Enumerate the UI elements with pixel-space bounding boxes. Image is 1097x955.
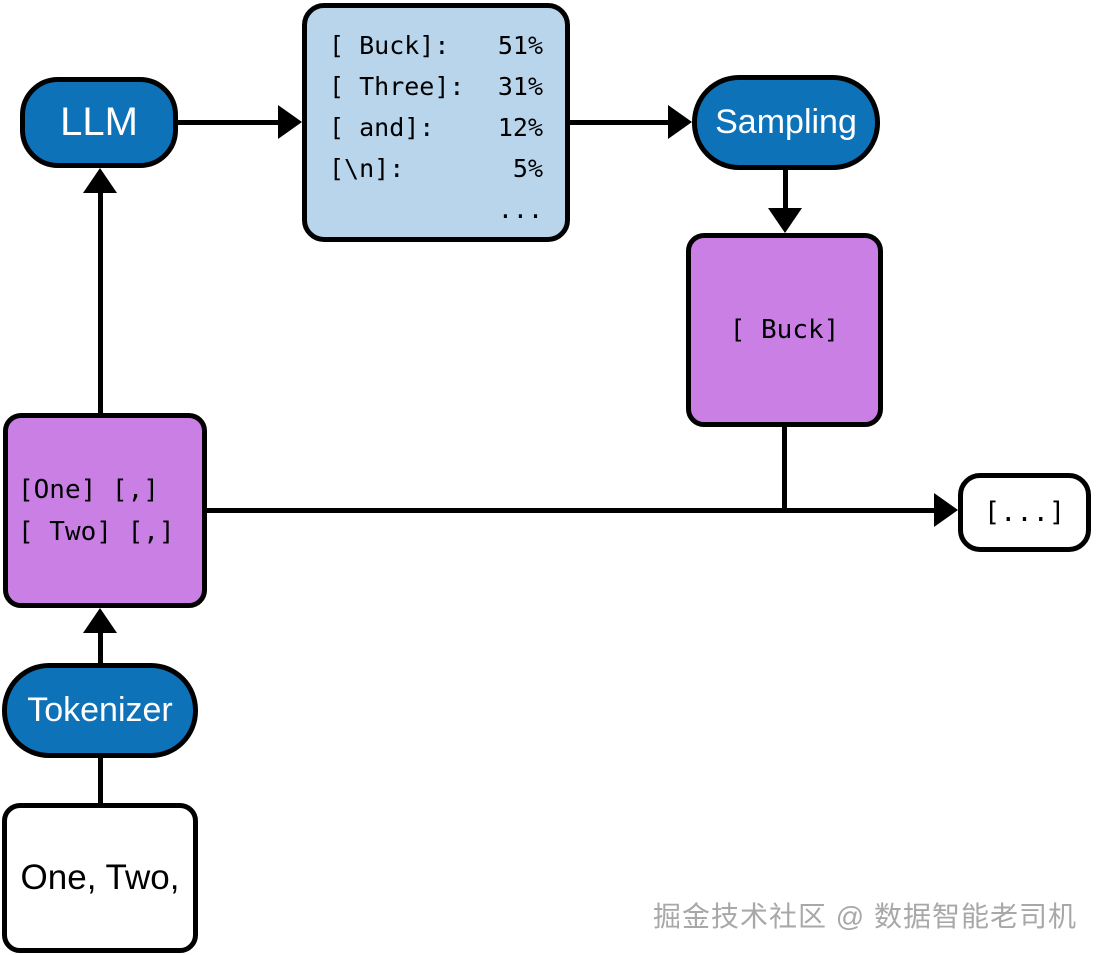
probability-value: ... — [497, 195, 543, 224]
probability-value: 51% — [497, 31, 543, 60]
probability-row: [ Buck]: 51% — [329, 25, 543, 66]
arrowhead-token-sequence-to-output — [934, 493, 958, 527]
node-sampled-token: [ Buck] — [686, 233, 883, 427]
token-sequence-line: [ Two] [,] — [18, 516, 175, 547]
connector-sampled-token-to-main-line — [782, 427, 787, 513]
node-input-text: One, Two, — [2, 803, 198, 953]
probability-value: 5% — [512, 154, 543, 183]
connector-sampling-to-sampled-token — [783, 170, 788, 210]
token-sequence-line: [One] [,] — [18, 474, 159, 505]
probability-token: [ Buck]: — [329, 31, 450, 60]
probability-token: [\n]: — [329, 154, 405, 183]
probability-token: [ Three]: — [329, 72, 465, 101]
node-output-sequence: [...] — [958, 473, 1091, 552]
probability-row: ... — [329, 189, 543, 230]
node-llm: LLM — [20, 77, 178, 168]
node-token-probabilities: [ Buck]: 51% [ Three]: 31% [ and]: 12% [\n]… — [302, 3, 570, 242]
node-token-sequence: [One] [,] [ Two] [,] — [3, 413, 207, 608]
arrowhead-llm-to-probabilities — [278, 105, 302, 139]
probability-token: [ and]: — [329, 113, 435, 142]
connector-token-sequence-to-output — [207, 508, 936, 513]
node-sampling: Sampling — [692, 75, 880, 170]
arrowhead-probabilities-to-sampling — [668, 105, 692, 139]
probability-value: 31% — [497, 72, 543, 101]
arrowhead-sampling-to-sampled-token — [768, 208, 802, 233]
probability-row: [\n]: 5% — [329, 148, 543, 189]
watermark: 掘金技术社区 @ 数据智能老司机 — [653, 901, 1077, 932]
node-tokenizer: Tokenizer — [2, 663, 198, 758]
probability-row: [ and]: 12% — [329, 107, 543, 148]
probability-row: [ Three]: 31% — [329, 66, 543, 107]
connector-token-sequence-to-llm — [98, 190, 103, 413]
connector-tokenizer-to-token-sequence — [98, 632, 103, 663]
connector-llm-to-probabilities — [178, 120, 280, 125]
connector-probabilities-to-sampling — [570, 120, 670, 125]
connector-input-to-tokenizer — [98, 758, 103, 803]
arrowhead-tokenizer-to-token-sequence — [83, 608, 117, 633]
probability-value: 12% — [497, 113, 543, 142]
arrowhead-token-sequence-to-llm — [83, 168, 117, 193]
